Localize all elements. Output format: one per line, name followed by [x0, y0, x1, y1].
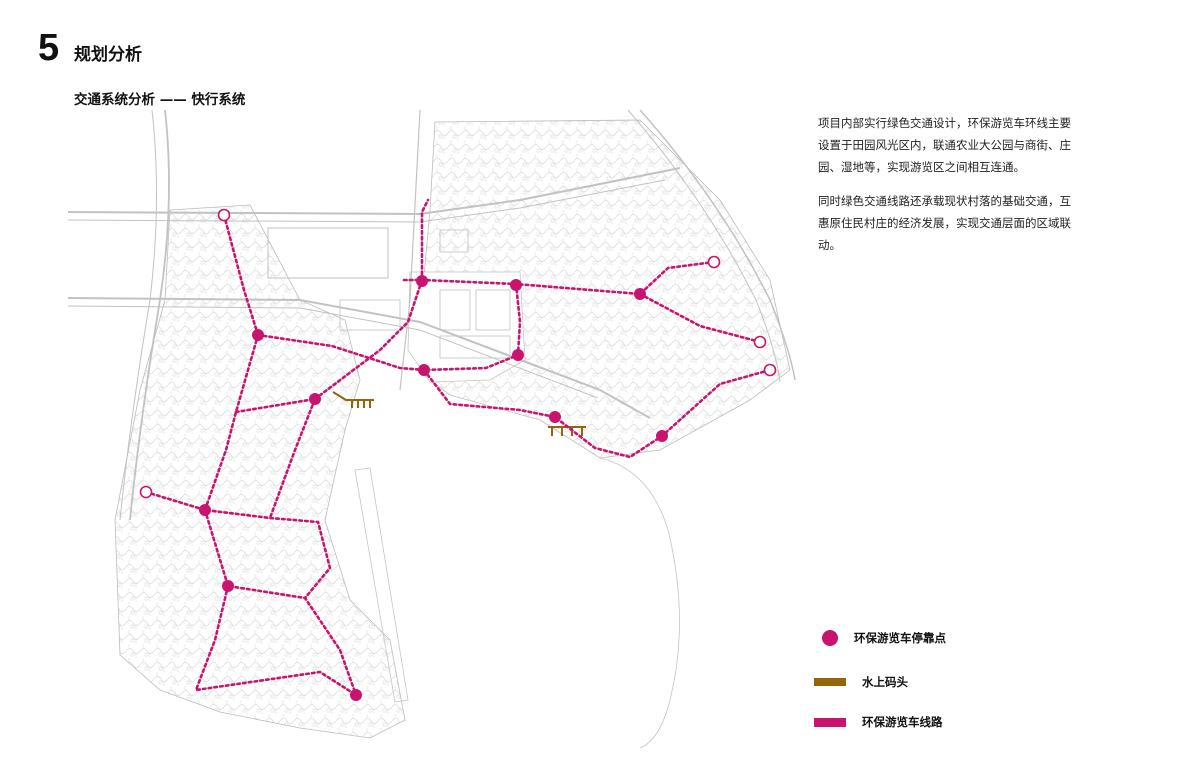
road-network — [67, 109, 796, 521]
description-paragraph-1: 项目内部实行绿色交通设计，环保游览车环线主要设置于田园风光区内，联通农业大公园与… — [818, 116, 1071, 174]
water-docks — [332, 391, 586, 436]
page-subtitle: 交通系统分析 —— 快行系统 — [74, 92, 246, 108]
route-endpoints — [139, 208, 777, 499]
route-segment-1 — [222, 213, 260, 337]
endpoint-marker[interactable] — [763, 363, 777, 377]
endpoint-marker[interactable] — [707, 255, 721, 269]
stop-marker[interactable] — [656, 430, 668, 442]
legend-item-stop: 环保游览车停靠点 — [814, 628, 946, 648]
stop-marker[interactable] — [549, 411, 561, 423]
stop-marker[interactable] — [350, 689, 362, 701]
route-segment-8 — [193, 584, 358, 697]
description-paragraph-2: 同时绿色交通线路还承载现状村落的基础交通，互惠原住民村庄的经济发展，实现交通层面… — [818, 194, 1071, 252]
west-arterial-2 — [119, 109, 158, 521]
map-svg — [67, 109, 796, 749]
route-segment-3 — [203, 333, 260, 512]
description: 项目内部实行绿色交通设计，环保游览车环线主要设置于田园风光区内，联通农业大公园与… — [818, 112, 1080, 268]
stop-symbol-icon — [822, 630, 838, 646]
west-peninsula — [114, 204, 406, 739]
stop-marker[interactable] — [309, 393, 321, 405]
block-c — [475, 289, 511, 331]
east-arterial-2 — [627, 109, 781, 383]
highway-mid — [67, 297, 651, 419]
section-title: 规划分析 — [74, 45, 142, 65]
stop-marker[interactable] — [416, 275, 428, 287]
block-a — [267, 227, 389, 279]
airport-strip — [354, 467, 409, 703]
legend-item-route: 环保游览车线路 — [814, 712, 943, 732]
central-grid-district — [407, 271, 526, 383]
section-number: 5 — [38, 27, 60, 69]
route-segment-13 — [422, 368, 772, 459]
stop-marker[interactable] — [199, 504, 211, 516]
stop-marker[interactable] — [252, 329, 264, 341]
stop-marker[interactable] — [418, 364, 430, 376]
endpoint-marker[interactable] — [139, 485, 153, 499]
block-e — [439, 229, 469, 253]
route-segment-7 — [203, 508, 358, 697]
route-segment-9 — [420, 198, 430, 282]
highway-mid-edge — [67, 305, 599, 399]
land-areas — [114, 119, 791, 749]
block-d — [439, 335, 511, 359]
stop-marker[interactable] — [512, 349, 524, 361]
route-segment-5 — [313, 278, 424, 401]
endpoint-marker[interactable] — [217, 208, 231, 222]
route-symbol-icon — [814, 717, 846, 727]
route-segment-12 — [638, 292, 762, 344]
tour-stops — [199, 275, 668, 701]
route-segment-6 — [144, 490, 332, 600]
legend-label-route: 环保游览车线路 — [862, 715, 943, 729]
north-connector — [399, 109, 421, 391]
legend-label-dock: 水上码头 — [862, 675, 908, 689]
endpoint-marker[interactable] — [753, 335, 767, 349]
highway-north — [67, 167, 681, 216]
route-segment-2 — [256, 333, 426, 372]
highway-north-edge — [67, 179, 666, 223]
legend-item-dock: 水上码头 — [814, 672, 908, 692]
legend-label-stop: 环保游览车停靠点 — [854, 631, 946, 645]
stop-marker[interactable] — [634, 288, 646, 300]
block-b — [439, 289, 471, 331]
east-arterial — [639, 109, 796, 381]
stop-marker[interactable] — [510, 279, 522, 291]
planning-map — [67, 104, 810, 749]
dock-west — [332, 391, 374, 408]
block-f — [339, 299, 401, 331]
west-arterial — [129, 109, 170, 521]
route-segment-4 — [234, 397, 318, 520]
dock-symbol-icon — [814, 678, 846, 686]
east-shoreline — [599, 457, 680, 749]
stop-marker[interactable] — [222, 580, 234, 592]
